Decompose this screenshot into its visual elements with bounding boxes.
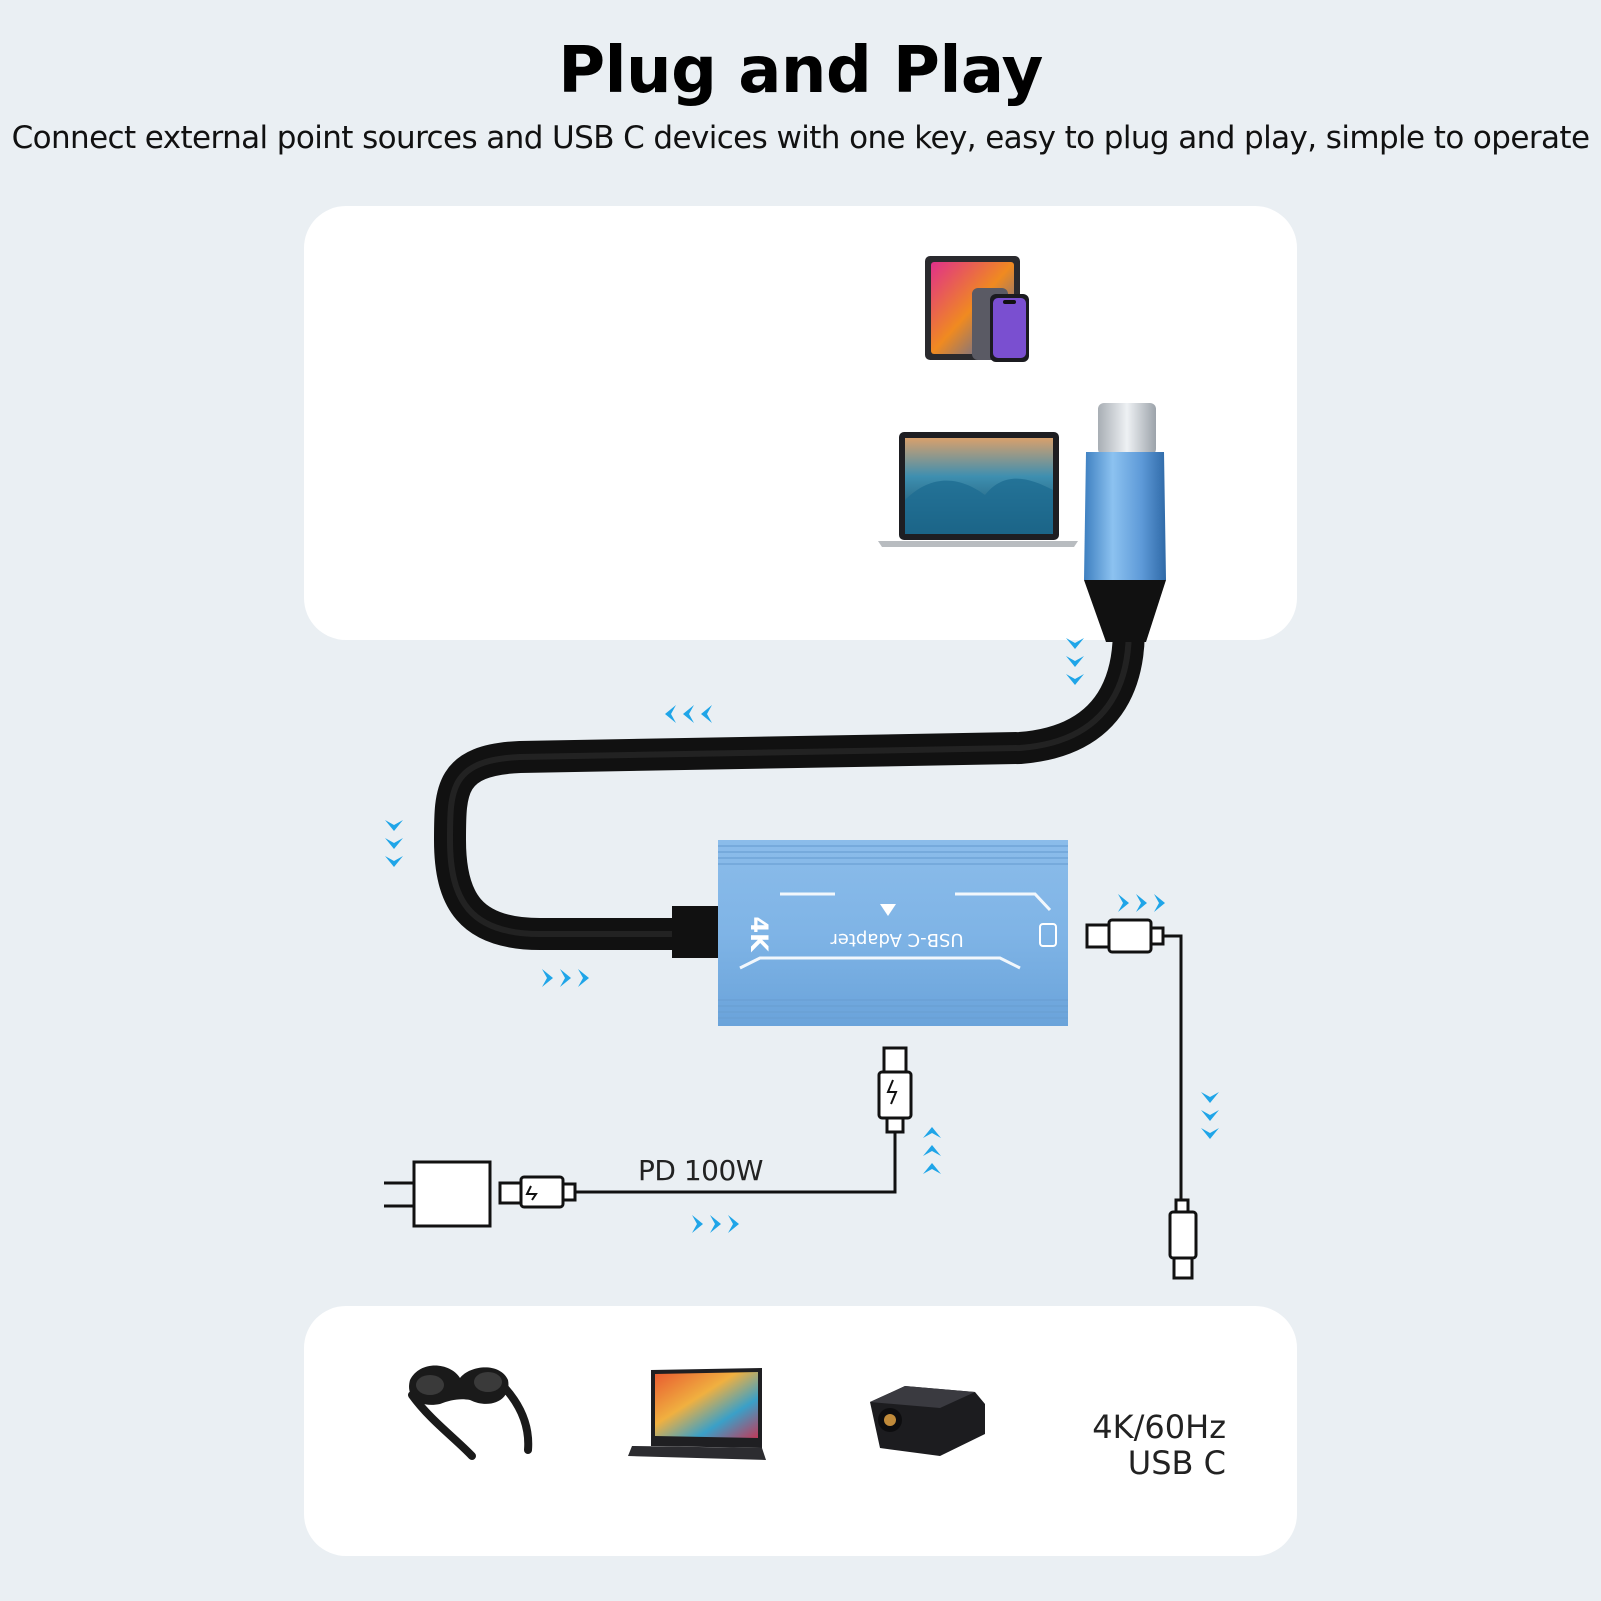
- portable-monitor-icon: [628, 1368, 766, 1460]
- output-spec-resolution: 4K/60Hz: [1092, 1408, 1226, 1446]
- power-cable: [498, 1046, 913, 1209]
- projector-icon: [870, 1386, 985, 1456]
- power-delivery-label: PD 100W: [638, 1154, 763, 1187]
- laptop-icon: [878, 432, 1078, 547]
- usb-c-connector: [1084, 403, 1166, 642]
- output-spec-port: USB C: [1127, 1444, 1226, 1482]
- adapter-label: USB-C Adapter: [830, 929, 964, 950]
- output-cable: [1085, 918, 1198, 1280]
- ar-glasses-icon: [408, 1365, 533, 1460]
- tablet-phone-icon: [925, 256, 1029, 362]
- wall-charger-icon: [384, 1160, 492, 1228]
- page-subtitle: Connect external point sources and USB C…: [11, 120, 1590, 156]
- usb-c-cable: [433, 596, 1145, 950]
- page-title: Plug and Play: [558, 34, 1043, 108]
- adapter-badge: 4K: [745, 916, 773, 953]
- usb-c-adapter: 4K USB-C Adapter: [672, 840, 1068, 1026]
- output-devices-panel: [304, 1306, 1297, 1556]
